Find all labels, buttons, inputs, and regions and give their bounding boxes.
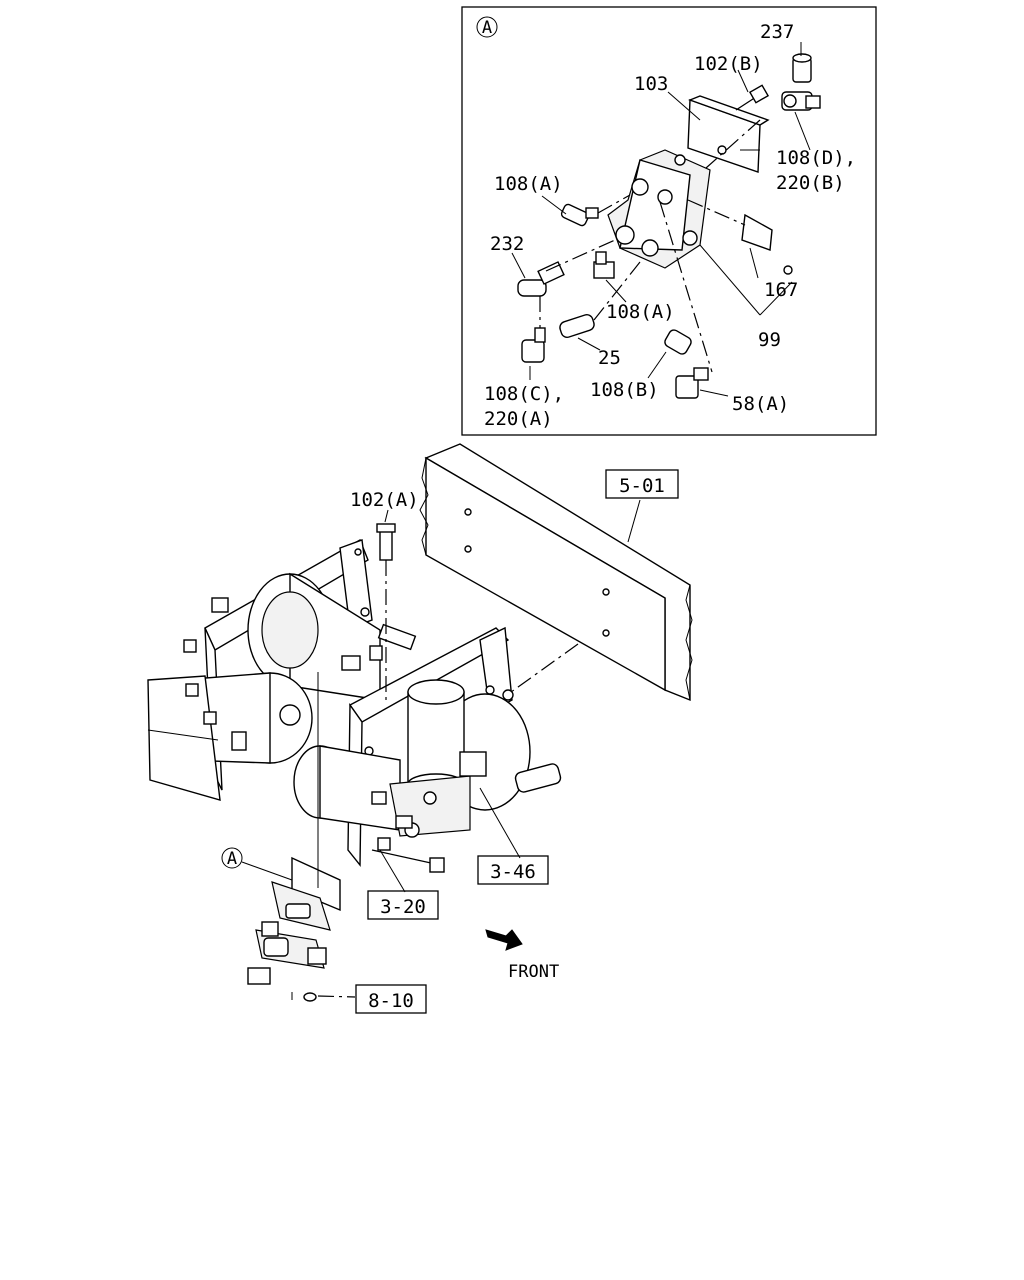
part-103-bracket — [687, 95, 770, 173]
label-108a-mid: 108(A) — [606, 301, 675, 323]
ref-box-3-46: 3-46 — [477, 855, 549, 885]
rear-side-bracket — [147, 675, 247, 801]
part-102a-bolt — [376, 509, 396, 700]
label-102b: 102(B) — [694, 53, 763, 75]
label-232: 232 — [490, 233, 524, 255]
label-108d: 108(D), — [776, 147, 856, 169]
rear-fittings — [183, 597, 417, 671]
detail-leaders — [511, 42, 811, 397]
detail-marker-label: A — [482, 18, 492, 38]
label-102a: 102(A) — [350, 489, 419, 511]
front-bracket — [347, 626, 514, 867]
dryer-fittings — [371, 791, 445, 873]
label-220b: 220(B) — [776, 172, 845, 194]
valve-body — [607, 149, 711, 269]
ref-box-5-01: 5-01 — [605, 469, 679, 499]
ref-3-20: 3-20 — [380, 896, 426, 918]
front-label: FRONT — [508, 962, 559, 982]
ref-box-3-20: 3-20 — [367, 890, 439, 920]
part-232 — [517, 261, 565, 297]
detail-view-a: A — [461, 6, 877, 436]
part-58a — [675, 367, 709, 399]
part-237 — [792, 53, 812, 83]
main-marker-a-label: A — [227, 849, 237, 869]
part-102b-bolt — [735, 84, 770, 111]
label-220a: 220(A) — [484, 408, 553, 430]
ref-8-10: 8-10 — [368, 990, 414, 1012]
label-58a: 58(A) — [732, 393, 789, 415]
main-view: A 5-01 3-46 3-20 8-10 102(A) FRONT — [147, 443, 693, 1014]
label-25: 25 — [598, 347, 621, 369]
label-167: 167 — [764, 279, 798, 301]
front-arrow-icon — [485, 929, 523, 951]
frame-rail — [419, 443, 693, 702]
label-103: 103 — [634, 73, 668, 95]
part-108a-top-elbow — [560, 203, 599, 227]
detail-frame — [461, 6, 877, 436]
ref-3-46: 3-46 — [490, 861, 536, 883]
valve-assembly-a — [247, 672, 356, 1002]
part-108b — [664, 329, 692, 355]
detail-marker-circle — [476, 16, 498, 38]
part-25 — [559, 313, 595, 339]
label-108b: 108(B) — [590, 379, 659, 401]
label-108a-top: 108(A) — [494, 173, 563, 195]
main-marker-a-circle — [221, 847, 243, 869]
ref-5-01: 5-01 — [619, 475, 665, 497]
label-99: 99 — [758, 329, 781, 351]
part-167 — [741, 213, 793, 275]
label-108c: 108(C), — [484, 383, 564, 405]
part-108c — [521, 327, 546, 363]
part-108d-fitting — [781, 91, 821, 111]
ref-box-8-10: 8-10 — [355, 984, 427, 1014]
label-237: 237 — [760, 21, 794, 43]
part-108a-mid — [593, 251, 615, 279]
